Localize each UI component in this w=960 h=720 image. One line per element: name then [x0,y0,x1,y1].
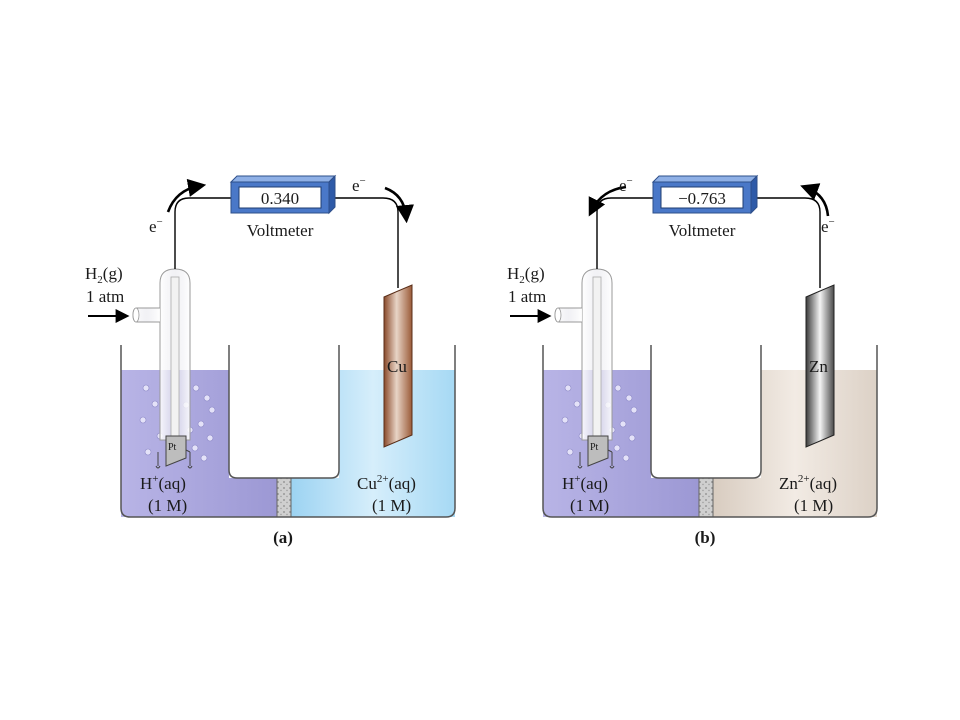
electron-arrow-left [166,178,207,213]
inlet-opening [554,307,562,323]
electron-label-left: e− [149,216,163,236]
inlet-opening [132,307,140,323]
gas-bubble [630,406,638,414]
salt-bridge-frit [276,477,292,518]
right-concentration: (1 M) [372,496,411,515]
electrode-label: Pt [590,442,599,453]
gas-bubble [614,384,622,392]
voltmeter-reading: 0.340 [261,189,299,208]
gas-bubble [622,454,630,462]
left-concentration: (1 M) [570,496,609,515]
cell-container [542,345,878,518]
pt-wire [185,449,191,453]
cell-caption: (a) [273,528,293,547]
right-concentration: (1 M) [794,496,833,515]
zinc-electrode [805,284,835,448]
left-concentration: (1 M) [148,496,187,515]
platinum-electrode [165,435,187,467]
salt-bridge-frit [698,477,714,518]
metal-ion-solution [713,370,877,517]
gas-label: H2(g) [507,264,545,286]
metal-label: Cu [387,357,407,376]
cell-divider [650,345,762,479]
gas-bubble [139,416,147,424]
gas-bubble [200,454,208,462]
electron-label-right: e− [821,216,835,236]
hook-right [609,452,615,469]
metal-label: Zn [809,357,828,376]
pt-wire [607,449,613,453]
left-ion-label: H+(aq) [140,473,186,493]
gas-bubble [151,400,159,408]
electrode-rod [592,276,602,438]
gas-bubble [561,416,569,424]
hook-left [577,452,583,469]
gas-bubble [208,406,216,414]
gas-bubble [619,420,627,428]
acid-solution [121,370,277,517]
voltmeter-display [238,186,322,209]
platinum-electrode [587,435,609,467]
gas-bubble [628,434,636,442]
gas-label: H2(g) [85,264,123,286]
voltmeter-display [660,186,744,209]
pressure-label: 1 atm [86,287,124,306]
right-ion-label: Zn2+(aq) [779,473,837,493]
gas-bubble [206,434,214,442]
electron-label-right: e− [352,175,366,195]
hook-left [155,452,161,469]
gas-bubble [566,448,574,456]
wire-left [596,197,655,269]
acid-solution [543,370,699,517]
metal-ion-solution [291,370,455,517]
voltmeter-side [750,174,758,215]
gas-bubble [203,394,211,402]
wire-right [751,197,821,288]
electron-arrow-right [384,186,415,224]
voltmeter-top [651,175,759,183]
gas-bubble [191,444,199,452]
voltmeter-label: Voltmeter [247,221,314,240]
electrode-rod [170,276,180,438]
cell-caption: (b) [695,528,716,547]
gas-bubble [625,394,633,402]
wire-right [329,197,399,288]
electron-arrow-right [800,183,830,217]
gas-bubble [564,384,572,392]
left-ion-label: H+(aq) [562,473,608,493]
voltmeter-reading: −0.763 [678,189,726,208]
electrode-label: Pt [168,442,177,453]
copper-electrode [383,284,413,448]
electron-arrow-left [588,185,627,217]
gas-bubble [613,444,621,452]
gas-bubble [142,384,150,392]
cell-container [120,345,456,518]
gas-bubble [144,448,152,456]
voltmeter-top [229,175,337,183]
gas-bubble [573,400,581,408]
electron-label-left: e− [619,175,633,195]
hook-right [187,452,193,469]
gas-bubble [192,384,200,392]
voltmeter-side [328,174,336,215]
wire-left [174,197,233,269]
right-ion-label: Cu2+(aq) [357,473,416,493]
voltmeter-label: Voltmeter [669,221,736,240]
pressure-label: 1 atm [508,287,546,306]
gas-bubble [197,420,205,428]
cell-divider [228,345,340,479]
